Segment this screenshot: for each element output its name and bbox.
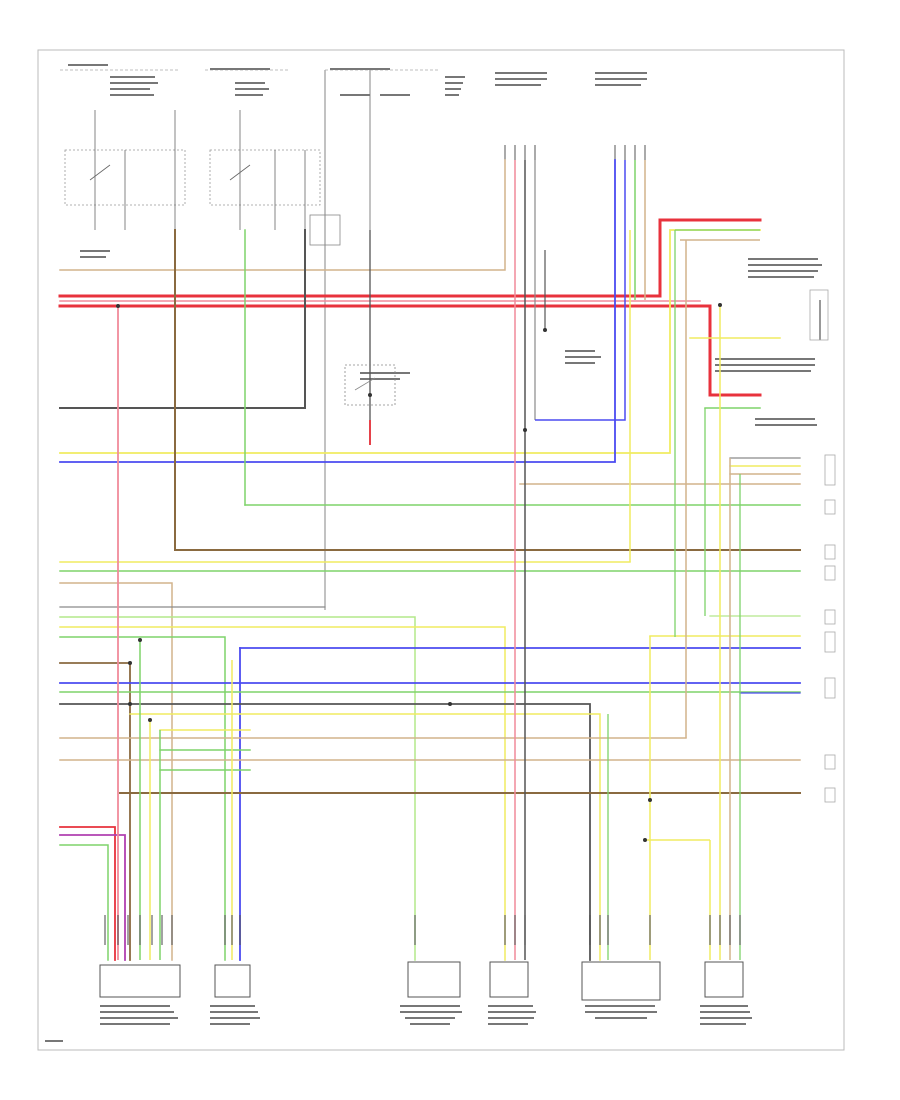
page-footer-mark [45,1040,63,1042]
component-box-5 [581,961,661,1001]
component-captions [100,1005,752,1025]
top-left-switch-group [60,69,440,610]
top-connectors [504,145,646,160]
middle-relay [344,364,396,406]
component-box-1 [99,964,181,998]
vertical-wires [117,160,821,960]
component-box-2 [214,964,251,998]
label-blocks [68,64,822,426]
bottom-pins [104,915,741,945]
right-connectors [809,289,836,803]
junction-dots [116,303,722,842]
diagram-border [37,49,845,1051]
component-box-6 [704,961,744,998]
bottom-components [99,961,744,1001]
component-box-3 [407,961,461,998]
component-box-4 [489,961,529,998]
